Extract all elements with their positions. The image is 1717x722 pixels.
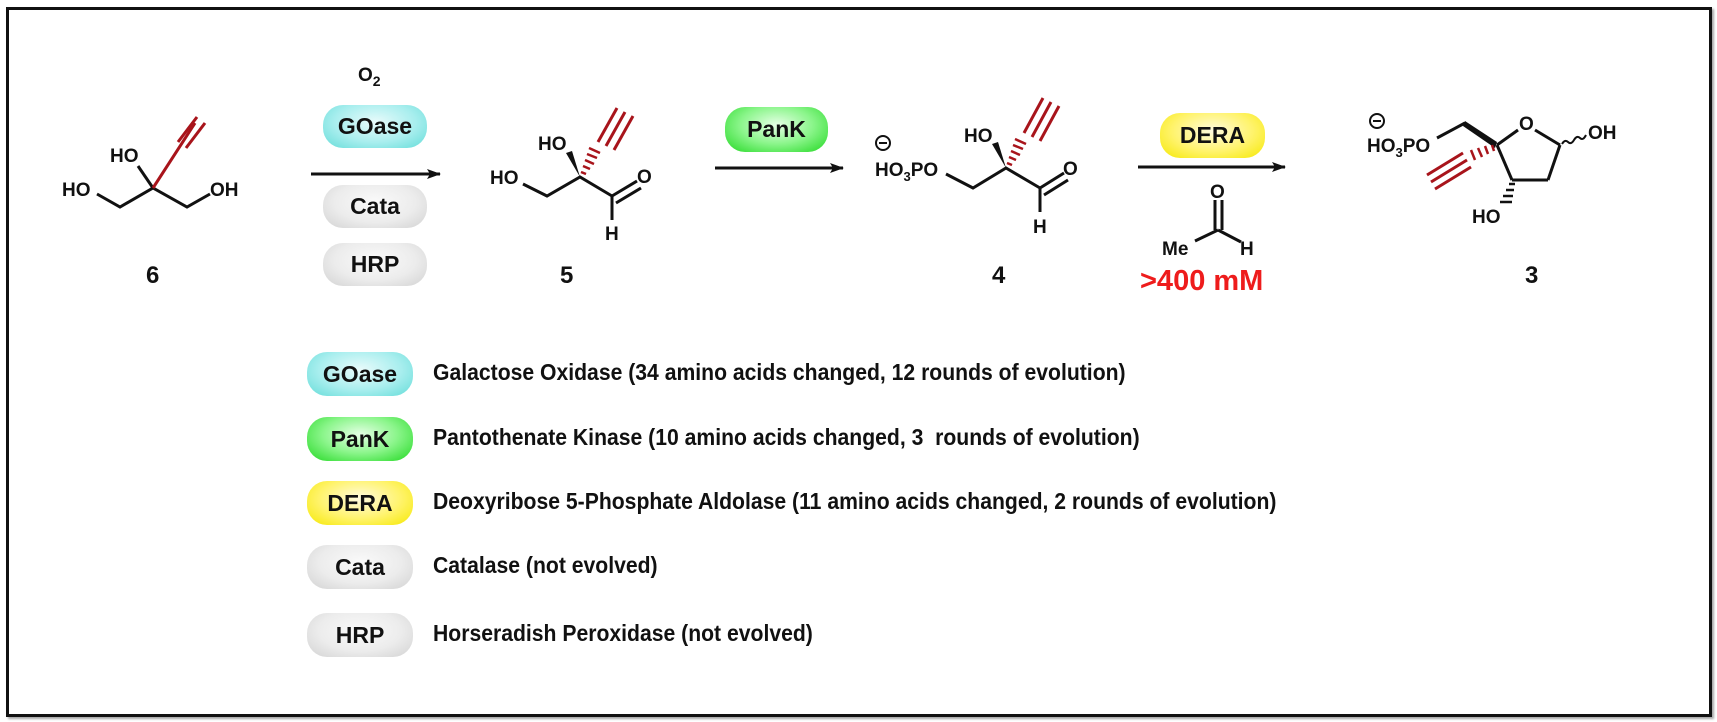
wavy-bond [1561, 134, 1587, 145]
enzyme-pill-goase: GOase [323, 105, 427, 148]
legend-pill-hrp: HRP [307, 613, 413, 657]
atom-label: HO [1472, 207, 1501, 228]
enzyme-pill-pank: PanK [725, 107, 828, 152]
legend-pill-goase: GOase [307, 352, 413, 396]
atom-label: HO3PO [1367, 136, 1430, 160]
concentration-highlight: >400 mM [1140, 265, 1263, 297]
compound-label-3: 3 [1525, 262, 1538, 289]
acetaldehyde-structure: O Me H [1162, 182, 1254, 260]
atom-label: OH [1588, 123, 1617, 144]
legend-desc-dera: Deoxyribose 5-Phosphate Aldolase (11 ami… [433, 488, 1277, 514]
negative-charge-icon [875, 135, 891, 151]
atom-label: H [1033, 217, 1047, 238]
figure-frame [6, 7, 1712, 717]
enzyme-pill-hrp: HRP [323, 243, 427, 286]
compound-label-5: 5 [560, 262, 573, 289]
enzyme-pill-cata: Cata [323, 185, 427, 228]
atom-label: HO [490, 168, 519, 189]
atom-label: O [1519, 114, 1534, 135]
atom-label: HO [62, 180, 91, 201]
atom-label: OH [210, 180, 239, 201]
legend-pill-pank: PanK [307, 417, 413, 461]
compound-label-6: 6 [146, 262, 159, 289]
reagent-o2: O2 [358, 65, 381, 89]
atom-label: Me [1162, 239, 1188, 260]
atom-label: O [1210, 182, 1225, 203]
legend-desc-hrp: Horseradish Peroxidase (not evolved) [433, 620, 813, 646]
legend-desc-goase: Galactose Oxidase (34 amino acids change… [433, 359, 1126, 385]
atom-label: HO3PO [875, 160, 938, 184]
compound-5-structure: HO HO O H 5 [490, 107, 652, 289]
atom-label: HO [110, 146, 139, 167]
legend-pill-dera: DERA [307, 481, 413, 525]
compound-6-structure: HO HO OH 6 [62, 116, 239, 289]
enzyme-pill-dera: DERA [1160, 113, 1265, 158]
compound-label-4: 4 [992, 262, 1006, 289]
compound-3-structure: HO3PO O OH HO 3 [1367, 113, 1617, 289]
atom-label: HO [538, 134, 567, 155]
legend-desc-cata: Catalase (not evolved) [433, 552, 658, 578]
legend-pill-cata: Cata [307, 545, 413, 589]
atom-label: O [637, 167, 652, 188]
legend-desc-pank: Pantothenate Kinase (10 amino acids chan… [433, 424, 1140, 450]
atom-label: HO [964, 126, 993, 147]
negative-charge-icon [1369, 113, 1385, 129]
step-3: O Me H >400 mM [1138, 162, 1286, 297]
atom-label: H [1240, 239, 1254, 260]
atom-label: H [605, 224, 619, 245]
atom-label: O [1063, 159, 1078, 180]
compound-4-structure: HO3PO HO O H 4 [875, 97, 1078, 289]
